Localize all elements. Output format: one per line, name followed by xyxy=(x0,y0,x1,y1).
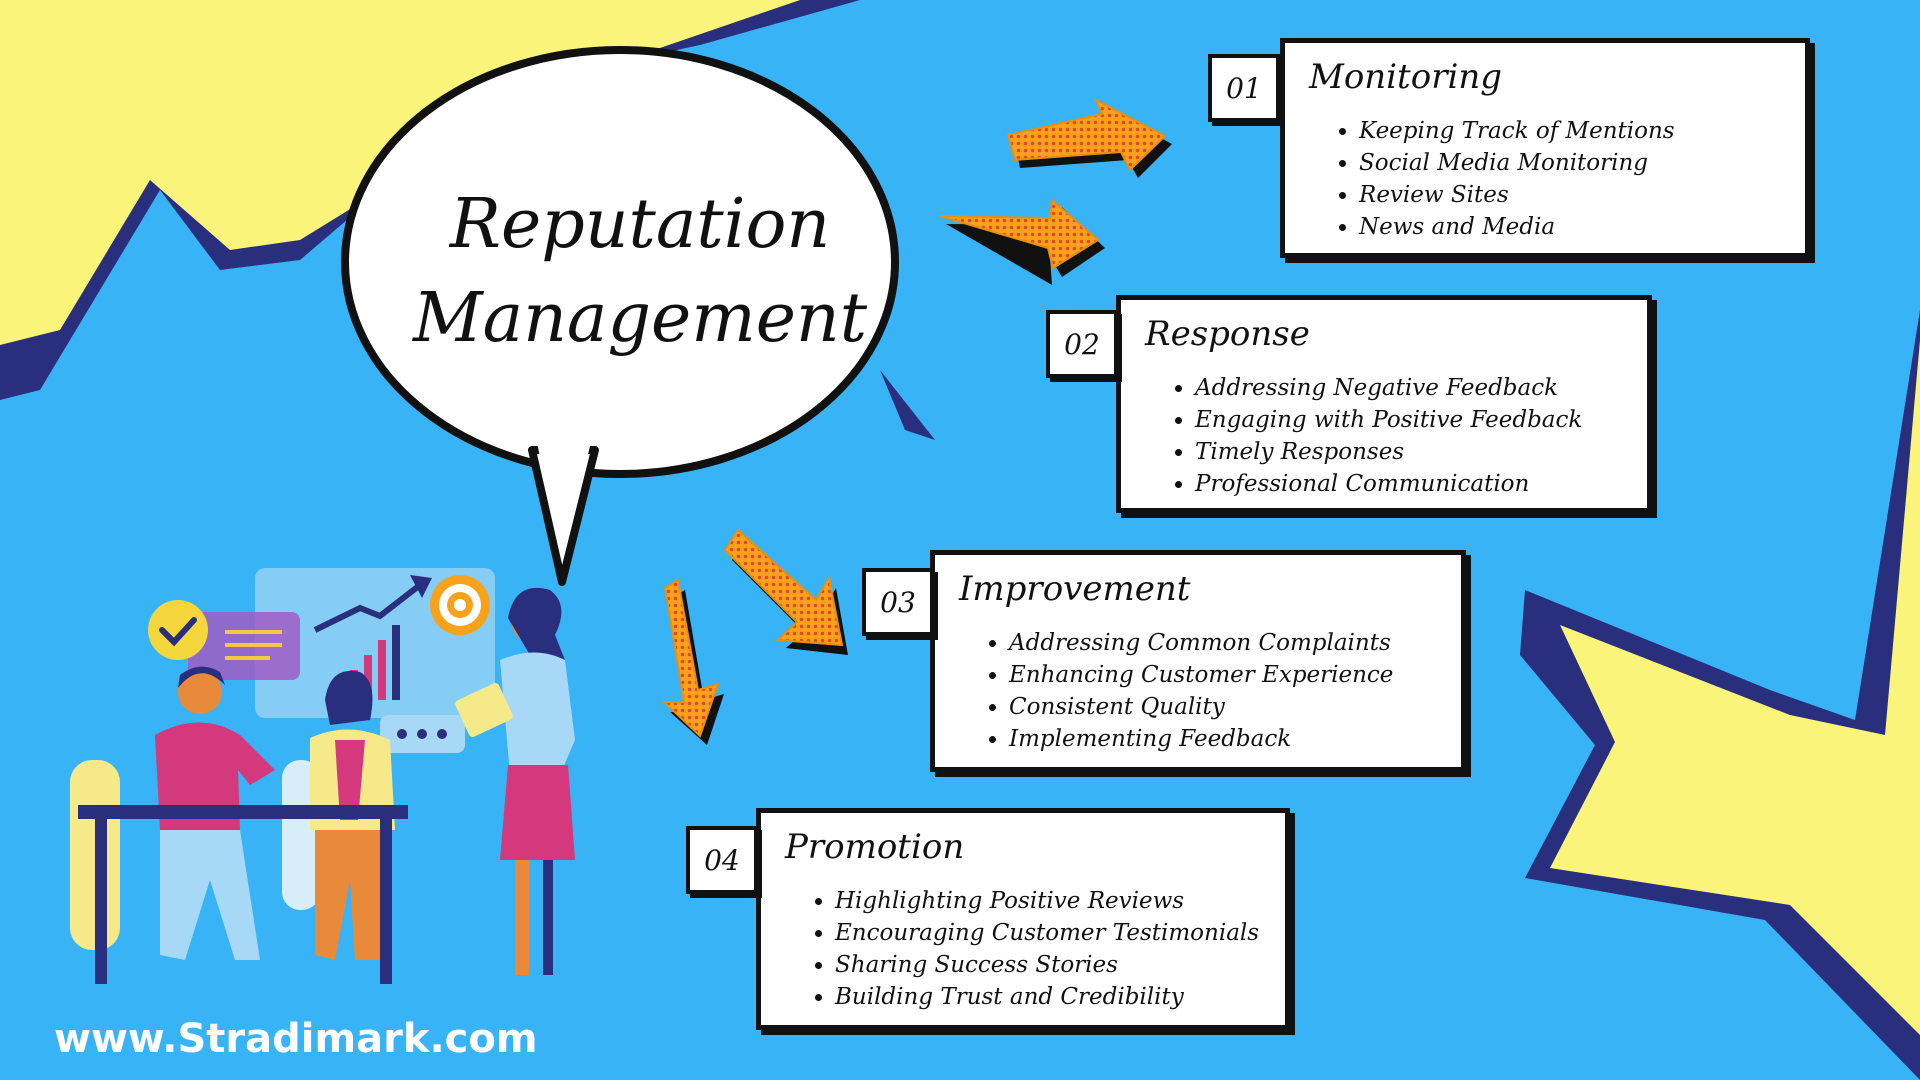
monitoring-card: Monitoring Keeping Track of Mentions Soc… xyxy=(1280,38,1810,258)
list-item: Keeping Track of Mentions xyxy=(1359,115,1675,147)
list-item: Review Sites xyxy=(1359,179,1675,211)
list-item: Building Trust and Credibility xyxy=(835,981,1259,1013)
list-item: Social Media Monitoring xyxy=(1359,147,1675,179)
list-item: Encouraging Customer Testimonials xyxy=(835,917,1259,949)
response-card: Response Addressing Negative Feedback En… xyxy=(1116,295,1652,513)
monitoring-title: Monitoring xyxy=(1309,57,1502,97)
list-item: Implementing Feedback xyxy=(1009,723,1393,755)
response-title: Response xyxy=(1145,314,1310,354)
main-title-line-2: Management xyxy=(412,279,868,358)
monitoring-list: Keeping Track of Mentions Social Media M… xyxy=(1331,115,1675,243)
promotion-list: Highlighting Positive Reviews Encouragin… xyxy=(807,885,1259,1013)
arrow-to-promotion xyxy=(661,578,724,745)
section-number-03: 03 xyxy=(862,568,934,636)
list-item: Timely Responses xyxy=(1195,436,1582,468)
list-item: Professional Communication xyxy=(1195,468,1582,500)
woman-seated-figure xyxy=(310,670,395,960)
promotion-card: Promotion Highlighting Positive Reviews … xyxy=(756,808,1290,1030)
list-item: Engaging with Positive Feedback xyxy=(1195,404,1582,436)
improvement-title: Improvement xyxy=(959,569,1191,609)
navy-accent xyxy=(880,370,935,440)
section-number-02: 02 xyxy=(1046,310,1118,378)
improvement-list: Addressing Common Complaints Enhancing C… xyxy=(981,627,1393,755)
improvement-card: Improvement Addressing Common Complaints… xyxy=(930,550,1466,772)
section-number-01: 01 xyxy=(1208,54,1280,122)
arrow-to-response xyxy=(939,197,1105,285)
list-item: Addressing Common Complaints xyxy=(1009,627,1393,659)
list-item: News and Media xyxy=(1359,211,1675,243)
list-item: Enhancing Customer Experience xyxy=(1009,659,1393,691)
response-list: Addressing Negative Feedback Engaging wi… xyxy=(1167,372,1582,500)
list-item: Consistent Quality xyxy=(1009,691,1393,723)
woman-standing-figure xyxy=(455,587,575,975)
section-number-04: 04 xyxy=(686,826,758,894)
target-icon xyxy=(430,575,490,635)
list-item: Highlighting Positive Reviews xyxy=(835,885,1259,917)
man-figure xyxy=(155,666,275,960)
list-item: Sharing Success Stories xyxy=(835,949,1259,981)
website-url[interactable]: www.Stradimark.com xyxy=(54,1016,538,1062)
arrow-to-improvement xyxy=(723,528,848,655)
list-item: Addressing Negative Feedback xyxy=(1195,372,1582,404)
main-title: Reputation Management xyxy=(360,178,920,366)
chat-dots-icon xyxy=(380,715,465,753)
check-icon xyxy=(148,600,208,660)
promotion-title: Promotion xyxy=(785,827,965,867)
speech-bubble xyxy=(341,46,899,586)
arrow-to-monitoring xyxy=(1006,97,1172,178)
team-meeting-illustration xyxy=(70,568,575,984)
main-title-line-1: Reputation xyxy=(449,185,831,264)
